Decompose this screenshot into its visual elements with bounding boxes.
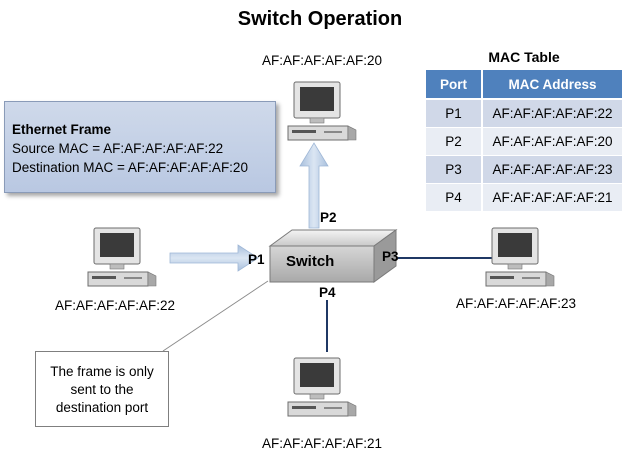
ethernet-frame-source: Source MAC = AF:AF:AF:AF:AF:22 bbox=[12, 141, 224, 156]
callout-pointer bbox=[162, 280, 269, 352]
callout-box: The frame is only sent to the destinatio… bbox=[35, 351, 169, 427]
computer-top-address: AF:AF:AF:AF:AF:20 bbox=[262, 53, 383, 68]
table-cell-port: P1 bbox=[426, 99, 483, 128]
computer-bottom-address: AF:AF:AF:AF:AF:21 bbox=[262, 436, 383, 451]
table-cell-port: P3 bbox=[426, 155, 483, 184]
diagram-title: Switch Operation bbox=[237, 8, 403, 30]
callout-line-2: sent to the bbox=[70, 382, 134, 397]
table-row: P4 AF:AF:AF:AF:AF:21 bbox=[426, 183, 622, 212]
port-p1-label: P1 bbox=[248, 252, 265, 267]
ethernet-frame-heading: Ethernet Frame bbox=[12, 122, 112, 137]
mac-table: Port MAC Address P1 AF:AF:AF:AF:AF:22 P2… bbox=[426, 70, 622, 212]
computer-right-icon bbox=[485, 227, 555, 287]
table-row: P2 AF:AF:AF:AF:AF:20 bbox=[426, 127, 622, 156]
mac-table-header-mac: MAC Address bbox=[482, 70, 622, 100]
arrow-to-p2 bbox=[299, 142, 329, 229]
port-p2-label: P2 bbox=[320, 210, 337, 225]
port-p4-label: P4 bbox=[319, 285, 336, 300]
ethernet-frame-destination: Destination MAC = AF:AF:AF:AF:AF:20 bbox=[12, 160, 248, 175]
mac-table-title: MAC Table bbox=[488, 49, 560, 65]
table-row: P1 AF:AF:AF:AF:AF:22 bbox=[426, 99, 622, 128]
computer-left-address: AF:AF:AF:AF:AF:22 bbox=[55, 298, 176, 313]
table-cell-mac: AF:AF:AF:AF:AF:23 bbox=[482, 155, 622, 184]
computer-bottom-icon bbox=[287, 357, 357, 417]
switch-label: Switch bbox=[286, 253, 335, 270]
callout-line-1: The frame is only bbox=[50, 364, 154, 379]
switch-device bbox=[268, 229, 398, 283]
table-row: P3 AF:AF:AF:AF:AF:23 bbox=[426, 155, 622, 184]
computer-right-address: AF:AF:AF:AF:AF:23 bbox=[456, 296, 577, 311]
callout-line-3: destination port bbox=[55, 400, 149, 415]
table-cell-port: P2 bbox=[426, 127, 483, 156]
port-p3-label: P3 bbox=[382, 249, 399, 264]
ethernet-frame-box: Ethernet Frame Source MAC = AF:AF:AF:AF:… bbox=[4, 101, 276, 193]
computer-left-icon bbox=[87, 227, 157, 287]
table-cell-port: P4 bbox=[426, 183, 483, 212]
mac-table-header-port: Port bbox=[426, 70, 483, 100]
table-cell-mac: AF:AF:AF:AF:AF:22 bbox=[482, 99, 622, 128]
table-cell-mac: AF:AF:AF:AF:AF:21 bbox=[482, 183, 622, 212]
table-cell-mac: AF:AF:AF:AF:AF:20 bbox=[482, 127, 622, 156]
arrow-to-p1 bbox=[169, 244, 259, 272]
computer-top-icon bbox=[287, 81, 357, 141]
